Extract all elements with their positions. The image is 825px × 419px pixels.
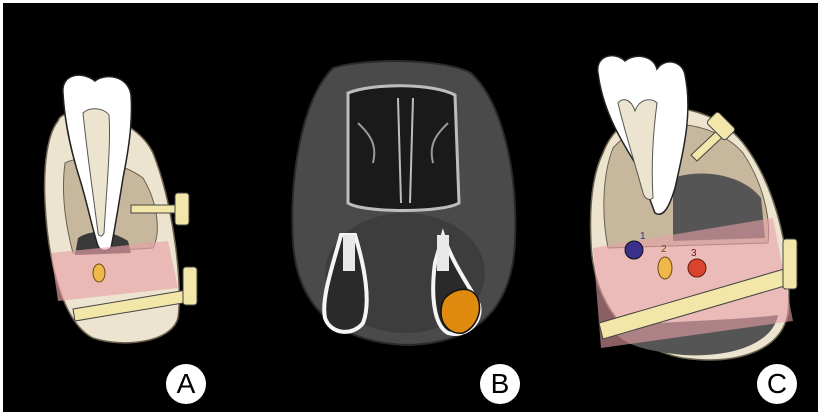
panel-c-site-2	[658, 257, 672, 279]
panel-b-left-root	[343, 235, 355, 271]
panel-a-target-site	[93, 264, 105, 282]
panel-c-site-3	[688, 259, 706, 277]
panel-a-diagram	[45, 75, 197, 343]
panel-c-site-1-number: 1	[640, 231, 646, 242]
panel-c-site-2-number: 2	[661, 244, 667, 255]
panel-b-nasal-cavity	[348, 86, 459, 211]
panel-b-ct-scan	[292, 61, 515, 345]
panel-c-diagram: 1 2 3	[591, 56, 798, 360]
panel-c-label: C	[757, 364, 797, 404]
panel-b-right-root	[437, 235, 449, 271]
panel-c-site-3-number: 3	[691, 248, 697, 259]
figure-canvas: 1 2 3	[3, 3, 818, 412]
panel-c-site-1	[625, 241, 643, 259]
figure-frame: 1 2 3 A B C	[3, 3, 818, 412]
panel-b-label: B	[480, 364, 520, 404]
panel-a-label: A	[166, 364, 206, 404]
